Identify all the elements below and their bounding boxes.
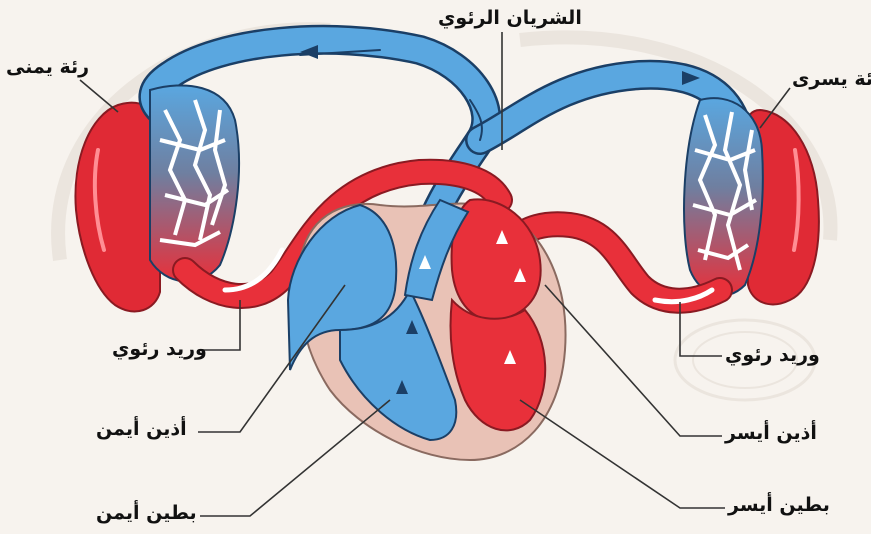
right-lung-label: رئة يمنى	[6, 58, 89, 77]
right-lung-capillaries	[150, 85, 239, 281]
left-ventricle-label: بطين أيسر	[728, 496, 830, 515]
right-lung	[75, 103, 160, 312]
left-lung-capillaries	[684, 98, 763, 296]
left-atrium-label: أذين أيسر	[725, 424, 817, 443]
left-lung-label: رئة يسرى	[792, 70, 871, 89]
right-atrium-label: أذين أيمن	[96, 420, 187, 439]
right-ventricle-label: بطين أيمن	[96, 504, 197, 523]
pulmonary-artery-label: الشريان الرئوي	[438, 9, 582, 28]
pulmonary-vein-label-left: وريد رئوي	[112, 340, 207, 359]
heart	[288, 199, 566, 460]
pulmonary-vein-label-right: وريد رئوي	[725, 346, 820, 365]
